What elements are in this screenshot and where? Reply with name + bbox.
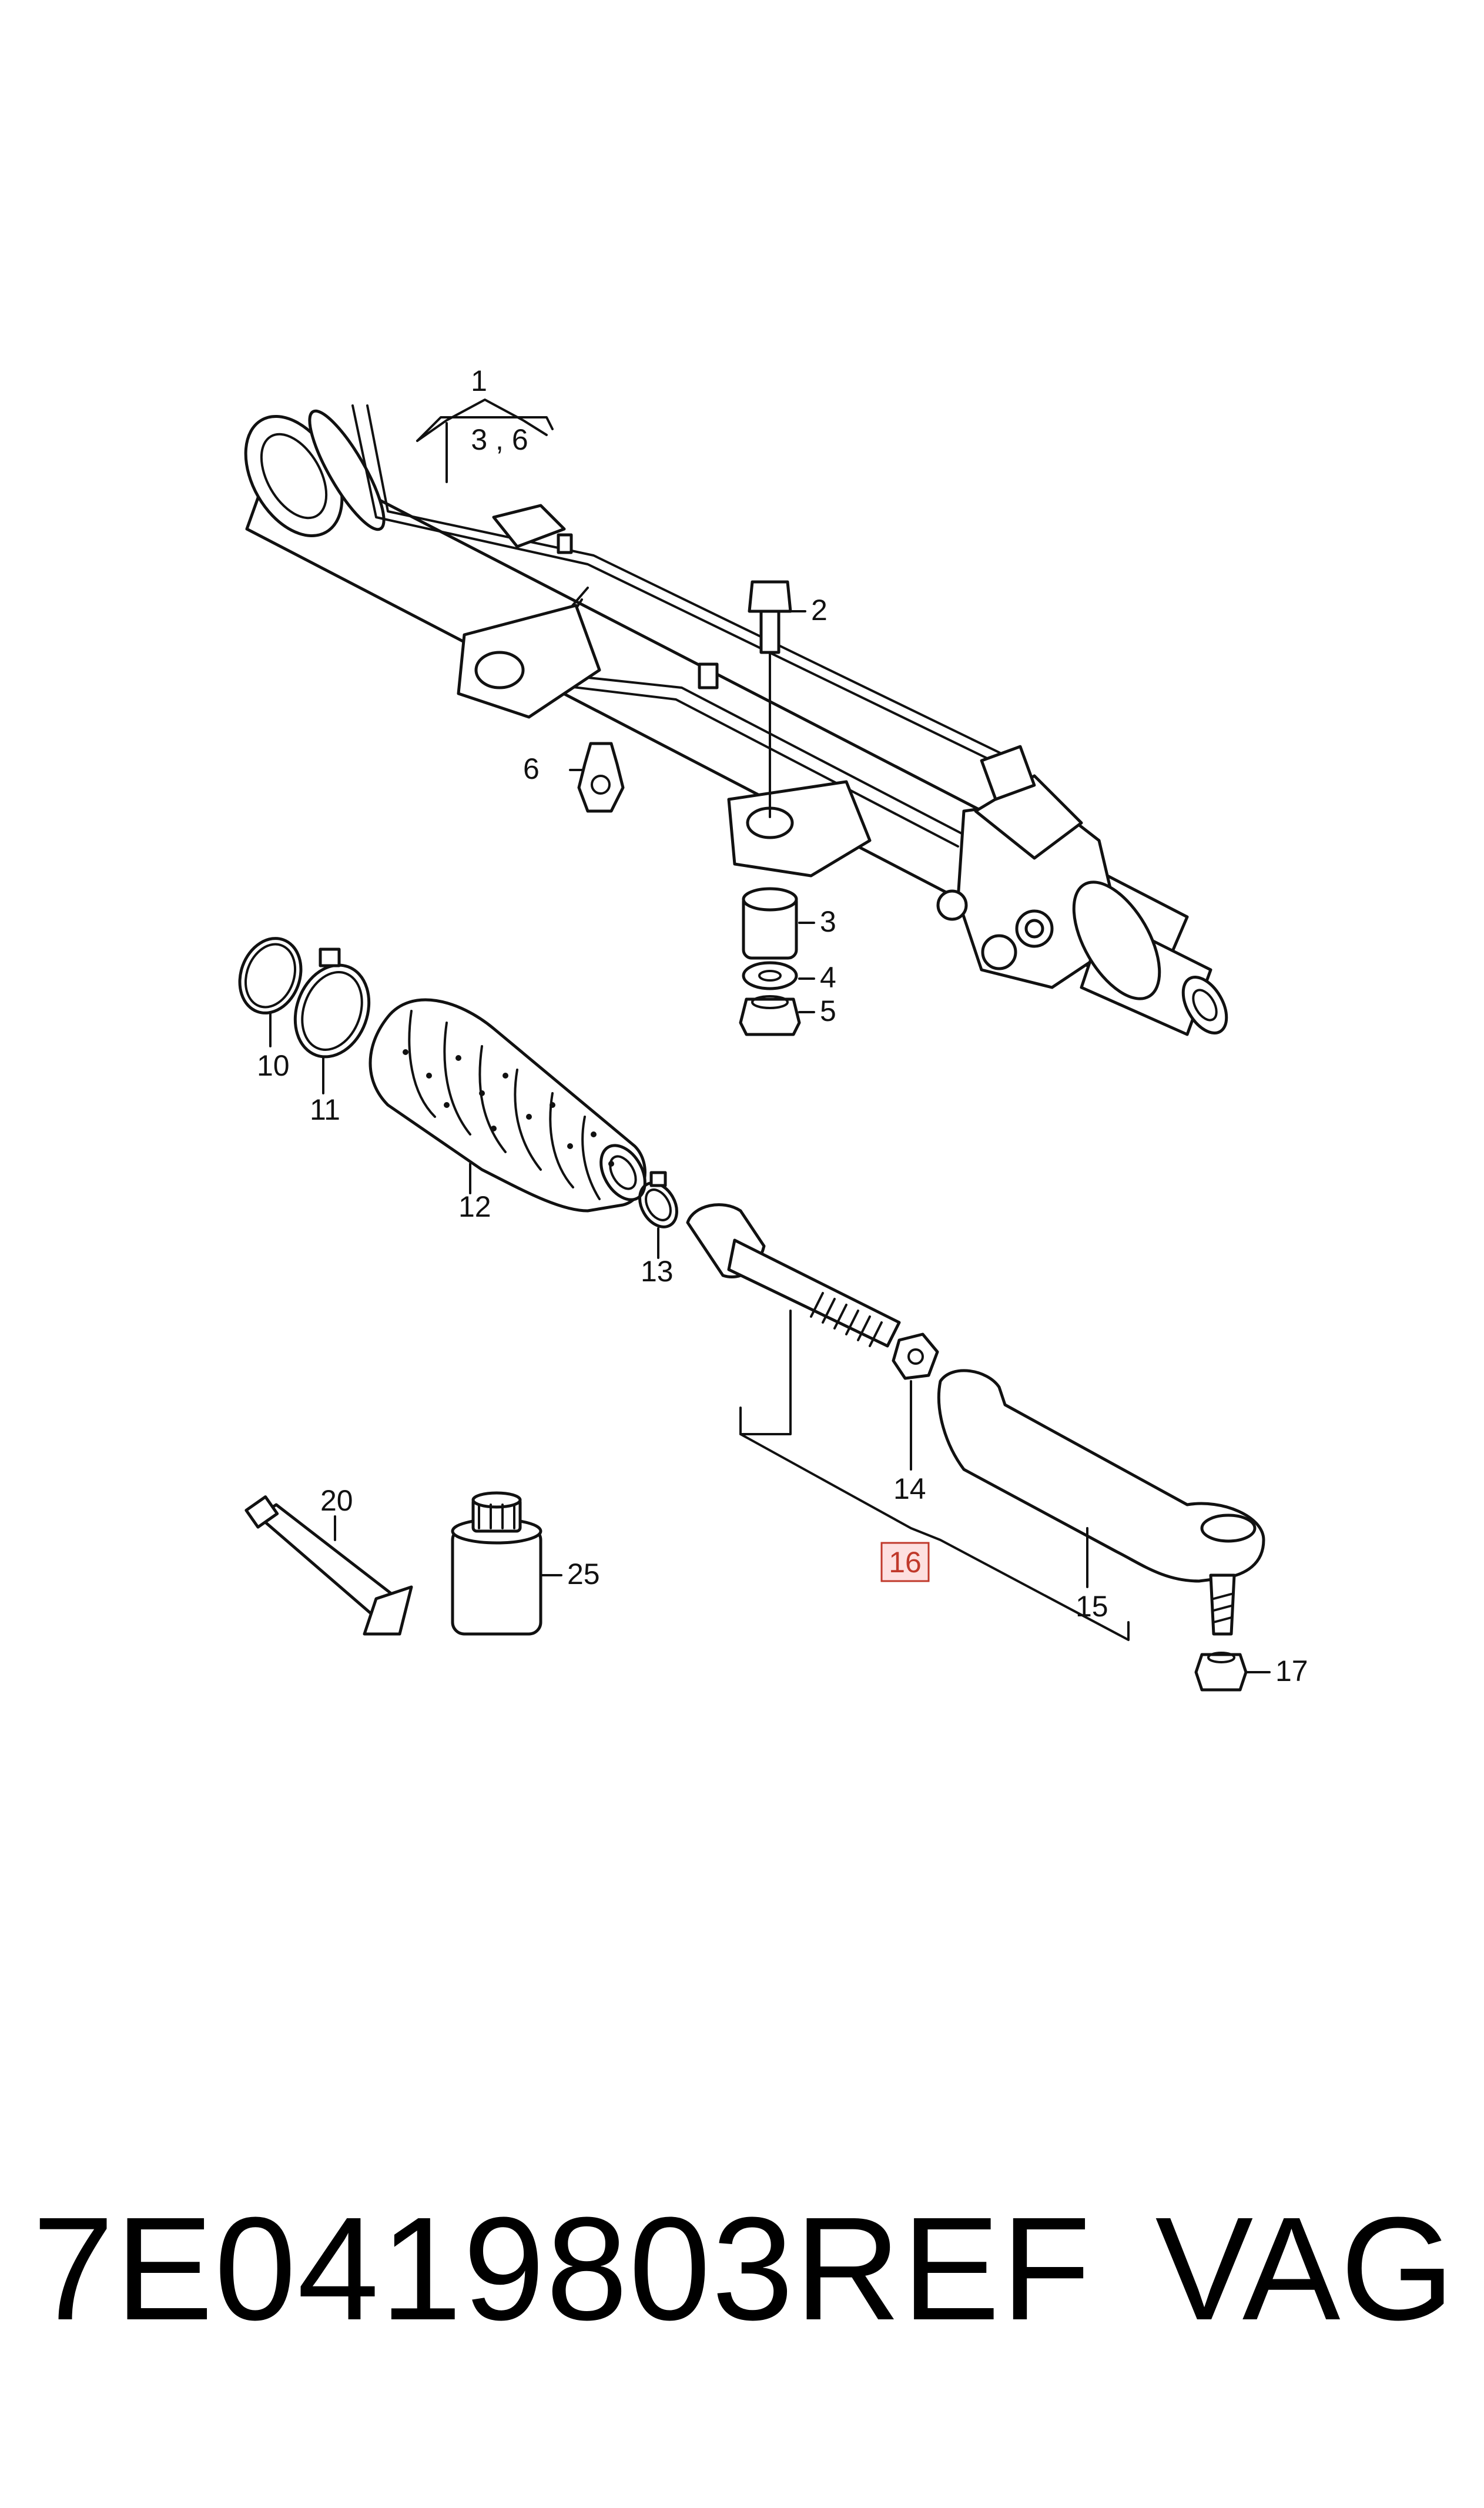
tie-rod: [686, 1203, 939, 1380]
steering-boot: [369, 998, 646, 1213]
part-number: 7E0419803REF: [32, 2186, 1093, 2350]
callout-3-6: 3 , 6: [471, 423, 528, 456]
callout-12: 12: [458, 1190, 491, 1223]
callout-25: 25: [567, 1558, 600, 1590]
callout-1: 1: [471, 364, 487, 397]
callout-5: 5: [820, 995, 836, 1027]
brand-name: VAG: [1155, 2186, 1455, 2350]
callout-2: 2: [811, 594, 828, 627]
leader-lines: [269, 399, 1271, 1673]
callout-17: 17: [1275, 1655, 1308, 1687]
callout-3: 3: [820, 905, 836, 938]
callout-15: 15: [1076, 1590, 1108, 1623]
rings: [238, 937, 371, 1059]
callout-16: 16: [889, 1546, 922, 1579]
callout-6: 6: [523, 752, 540, 785]
grease-tube: [244, 1495, 413, 1636]
callout-10: 10: [257, 1049, 290, 1082]
callout-20: 20: [320, 1484, 353, 1517]
fluid-container: [451, 1491, 542, 1636]
callout-13: 13: [641, 1255, 674, 1288]
boot-clamp: [638, 1171, 678, 1228]
rack-hardware: [577, 742, 801, 1036]
callout-14: 14: [893, 1472, 926, 1505]
footer: 7E0419803REF VAG: [32, 2192, 1455, 2345]
steering-rack-housing: [244, 404, 1228, 1036]
callout-16-highlight: [880, 1542, 930, 1582]
callout-4: 4: [820, 961, 836, 994]
tie-rod-end: [937, 1369, 1265, 1692]
callout-labels: 1 3 , 6 2 6 3 4 5 10 11 12 13 14 15 16 1…: [257, 364, 1308, 1687]
callout-11: 11: [310, 1093, 340, 1126]
